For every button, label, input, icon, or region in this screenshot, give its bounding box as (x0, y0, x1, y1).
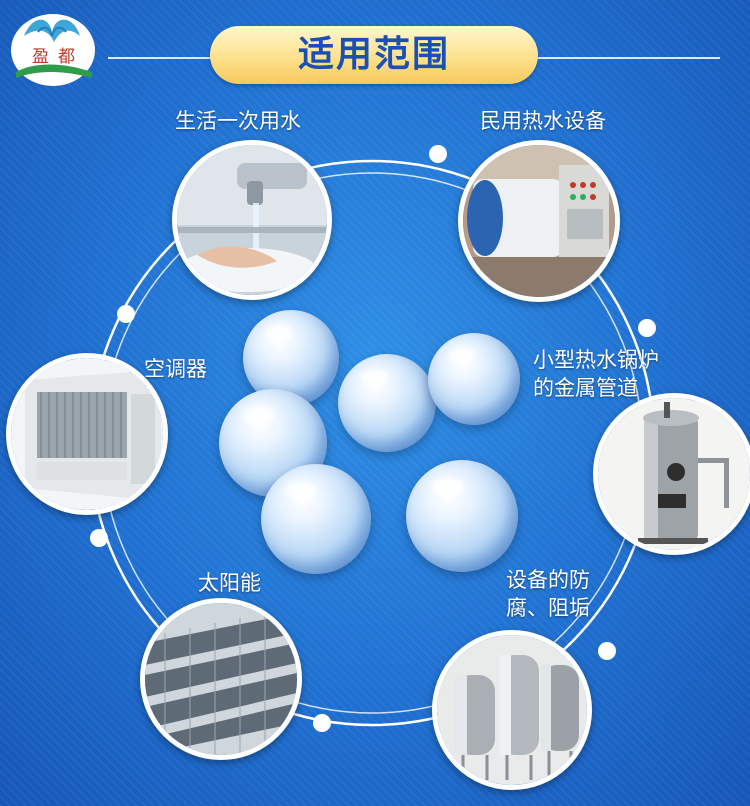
photo-boiler (593, 393, 750, 555)
title-banner: 适用范围 (210, 26, 538, 84)
ring-dot (117, 305, 135, 323)
water-ball (406, 460, 518, 572)
ring-dot (313, 714, 331, 732)
water-ball (428, 333, 520, 425)
photo-solar (140, 598, 302, 760)
photo-stainless-tanks (432, 630, 592, 790)
photo-air-conditioner (6, 353, 168, 515)
label-civil-hot-water: 民用热水设备 (480, 109, 606, 133)
water-ball (338, 354, 436, 452)
label-anti-corrosion-1: 设备的防 (506, 568, 590, 592)
brand-logo: 盈 都 (11, 14, 95, 86)
photo-water-heater (458, 140, 620, 302)
ring-dot (598, 642, 616, 660)
header-divider-left (108, 57, 218, 59)
logo-char-2: 都 (58, 47, 75, 67)
label-small-boiler-1: 小型热水锅炉 (533, 348, 659, 372)
label-solar: 太阳能 (198, 571, 261, 595)
label-domestic-water: 生活一次用水 (175, 109, 301, 133)
header-divider-right (532, 57, 720, 59)
ring-dot (429, 145, 447, 163)
ring-dot (638, 319, 656, 337)
label-small-boiler-2: 的金属管道 (533, 376, 638, 400)
ring-dot (90, 529, 108, 547)
water-ball (261, 464, 371, 574)
photo-tap-water (172, 140, 332, 300)
label-anti-corrosion-2: 腐、阻垢 (506, 596, 590, 620)
label-air-conditioner: 空调器 (144, 357, 207, 381)
page-title: 适用范围 (297, 34, 450, 75)
logo-char-1: 盈 (32, 47, 49, 67)
